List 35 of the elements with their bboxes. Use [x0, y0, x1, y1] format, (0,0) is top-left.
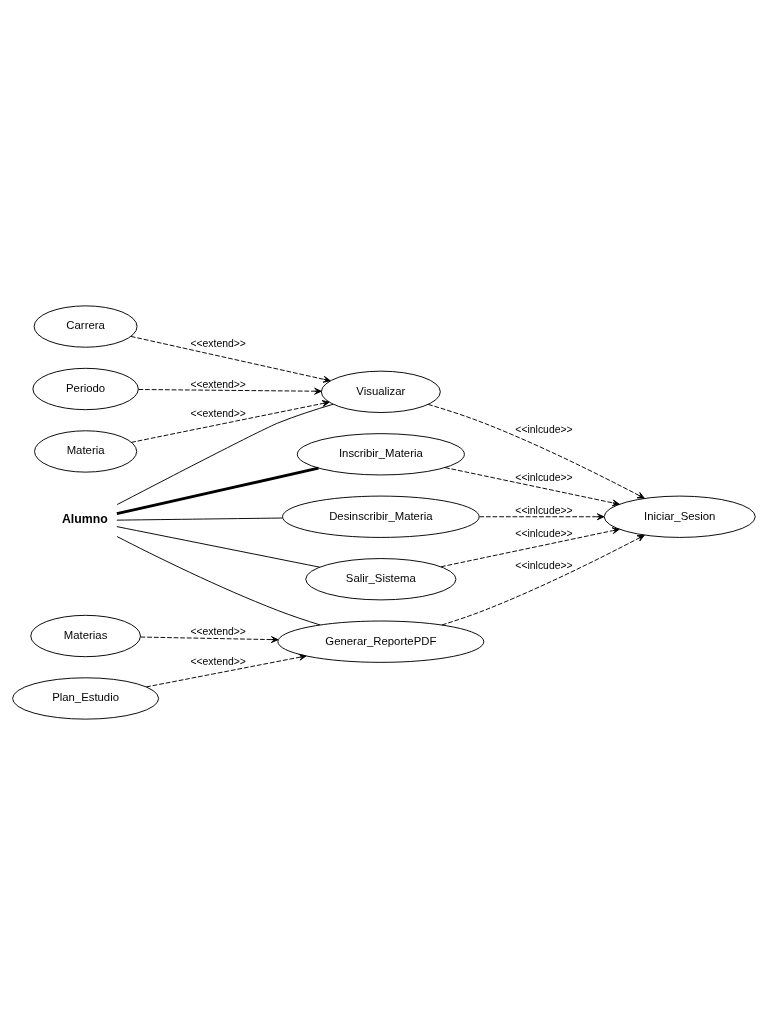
node-ellipse: Periodo [32, 367, 139, 410]
arrow [145, 653, 307, 687]
node-ellipse: Iniciar_Sesion [603, 495, 756, 538]
node-ellipse: Inscribir_Materia [296, 432, 465, 475]
edge-label: <<inlcude>> [515, 471, 573, 483]
edge-label: <<inlcude>> [515, 423, 573, 435]
node-ellipse: Desinscribir_Materia [282, 495, 480, 538]
edge-label: <<inlcude>> [515, 504, 573, 516]
edge-label: <<extend>> [190, 337, 246, 349]
node-text: Alumno [61, 511, 108, 526]
edge-label: <<extend>> [190, 625, 246, 637]
connector [116, 403, 334, 505]
connector [116, 525, 321, 568]
arrow [427, 403, 645, 499]
node-ellipse: Plan_Estudio [12, 676, 160, 720]
connector [116, 517, 283, 521]
edge-label: <<inlcude>> [515, 559, 573, 571]
arrow [130, 399, 330, 443]
arrow [130, 335, 331, 383]
edge-label: <<extend>> [190, 655, 246, 667]
arrow [444, 466, 620, 506]
edge-label: <<inlcude>> [515, 527, 573, 539]
arrow [440, 526, 620, 567]
node-ellipse: Salir_Sistema [305, 557, 457, 600]
edge-label: <<extend>> [190, 407, 246, 419]
edge-label: <<extend>> [190, 378, 246, 390]
arrow [140, 635, 279, 643]
arrow [138, 387, 322, 395]
node-ellipse: Materia [34, 429, 138, 473]
connector [116, 466, 319, 515]
arrow [441, 534, 645, 625]
arrow [478, 512, 605, 520]
connector [116, 535, 321, 625]
node-ellipse: Materias [30, 614, 141, 657]
node-ellipse: Carrera [33, 304, 138, 348]
